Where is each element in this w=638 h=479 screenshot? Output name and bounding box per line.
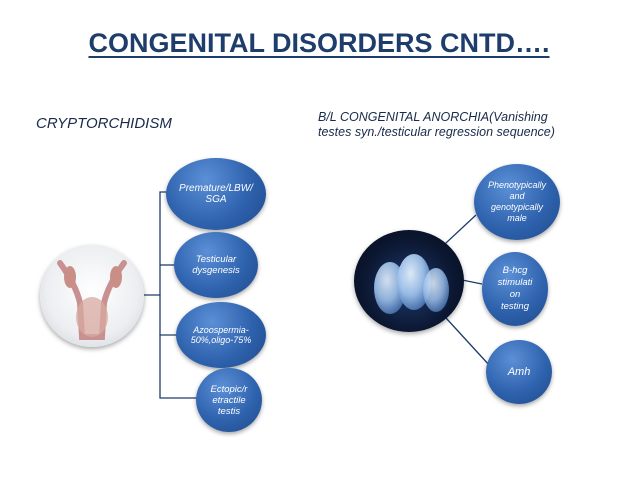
node-line: testis (217, 405, 241, 417)
right-connector-3 (445, 317, 491, 367)
left-heading: CRYPTORCHIDISM (36, 115, 172, 132)
node-line: SGA (205, 194, 227, 205)
vanishing-testes-cells-image (354, 230, 464, 332)
node-line: and (509, 191, 525, 201)
node-amh: Amh (486, 340, 552, 404)
node-line: 50%,oligo-75% (190, 335, 252, 345)
node-line: on (509, 289, 521, 300)
right-connector-2 (461, 279, 483, 285)
node-line: Ectopic/r (210, 383, 248, 395)
male-reproductive-anatomy-image (40, 245, 144, 347)
node-line: stimulati (497, 277, 533, 288)
node-line: Testicular (195, 254, 237, 265)
node-line: etractile (212, 394, 246, 406)
node-line: Amh (507, 366, 531, 378)
node-line: Azoospermia- (193, 325, 249, 335)
node-line: B-hcg (502, 265, 528, 276)
node-line: testing (501, 301, 529, 312)
node-ectopic-retractile-testis: Ectopic/r etractile testis (196, 368, 262, 432)
node-line: Phenotypically (487, 180, 547, 190)
node-line: male (507, 213, 527, 223)
slide-title: CONGENITAL DISORDERS CNTD…. (88, 28, 550, 58)
node-line: dysgenesis (192, 265, 240, 276)
right-heading-line1: B/L CONGENITAL ANORCHIA(Vanishing (318, 110, 548, 124)
node-testicular-dysgenesis: Testicular dysgenesis (174, 232, 258, 298)
right-heading: B/L CONGENITAL ANORCHIA(Vanishing testes… (318, 110, 618, 140)
node-bhcg-stimulation-testing: B-hcg stimulati on testing (482, 252, 548, 326)
node-phenotypically-male: Phenotypically and genotypically male (474, 164, 560, 240)
node-line: Premature/LBW/ (179, 183, 253, 194)
node-line: genotypically (490, 202, 543, 212)
left-connector-4 (159, 335, 198, 399)
node-azoospermia: Azoospermia- 50%,oligo-75% (176, 302, 266, 368)
left-connector-1 (144, 191, 170, 296)
right-heading-line2: testes syn./testicular regression sequen… (318, 125, 555, 139)
node-premature-lbw-sga: Premature/LBW/ SGA (166, 158, 266, 230)
